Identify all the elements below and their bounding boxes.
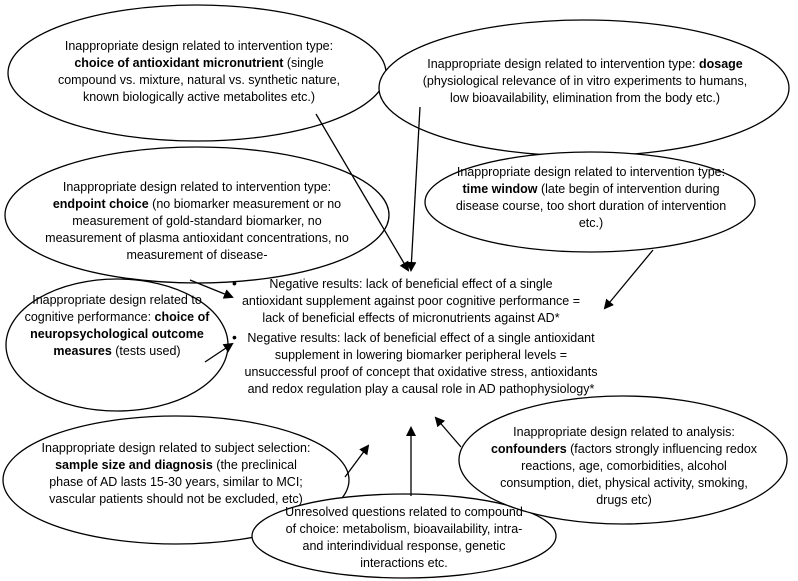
node-endpoint-text: Inappropriate design related to interven… (44, 179, 350, 259)
node-cognitive-bold: choice of neuropsychological outcome mea… (30, 310, 210, 358)
node-dosage-post: (physiological relevance of in vitro exp… (422, 74, 748, 105)
arrow-cognitive (204, 342, 234, 363)
result2-bullet: • (232, 329, 237, 345)
node-dosage-text: Inappropriate design related to interven… (419, 56, 751, 107)
node-unresolved-pre: Unresolved questions related to compound… (285, 505, 523, 570)
result2-text: Negative results: lack of beneficial eff… (244, 331, 598, 396)
node-cognitive-pre: Inappropriate design related to cognitiv… (24, 293, 202, 324)
node-antioxidant-post: (single compound vs. mixture, natural vs… (57, 56, 341, 104)
arrow-time-window (603, 249, 654, 310)
node-time-window-ellipse (424, 151, 756, 253)
node-time-window-text: Inappropriate design related to interven… (452, 164, 730, 232)
node-sample-ellipse (2, 415, 350, 545)
node-antioxidant-bold: choice of antioxidant micronutrient (74, 56, 284, 70)
node-sample-bold: sample size and diagnosis (55, 458, 213, 472)
node-unresolved-ellipse (251, 493, 557, 579)
node-antioxidant-text: Inappropriate design related to interven… (55, 38, 343, 106)
node-confounders-bold: confounders (490, 442, 567, 456)
node-unresolved-text: Unresolved questions related to compound… (279, 504, 529, 572)
node-sample-pre: Inappropriate design related to subject … (41, 441, 311, 455)
node-confounders-ellipse (458, 395, 788, 525)
arrow-confounders (434, 416, 462, 448)
node-dosage-pre: Inappropriate design related to interven… (427, 57, 699, 71)
result1-bullet: • (232, 275, 237, 291)
node-confounders-post: (factors strongly influencing redox reac… (500, 442, 758, 507)
node-cognitive-post: (tests used) (111, 344, 181, 358)
node-endpoint-post: (no biomarker measurement or no measurem… (45, 197, 349, 259)
node-sample-post: (the preclinical phase of AD lasts 15-30… (49, 458, 303, 506)
node-confounders-text: Inappropriate design related to analysis… (486, 424, 762, 509)
arrow-endpoint (189, 279, 234, 299)
node-time-window-bold: time window (462, 182, 538, 196)
node-dosage-bold: dosage (698, 57, 743, 71)
node-confounders-pre: Inappropriate design related to analysis… (513, 425, 735, 439)
node-endpoint-pre: Inappropriate design related to interven… (62, 180, 332, 194)
node-cognitive-text: Inappropriate design related to cognitiv… (22, 292, 212, 360)
node-endpoint-bold: endpoint choice (52, 197, 149, 211)
node-time-window-pre: Inappropriate design related to interven… (456, 165, 726, 179)
arrow-sample (344, 444, 370, 478)
node-time-window-post: (late begin of intervention during disea… (455, 182, 727, 230)
node-antioxidant-pre: Inappropriate design related to interven… (64, 39, 334, 53)
node-sample-text: Inappropriate design related to subject … (40, 440, 312, 508)
arrow-dosage (406, 106, 421, 272)
arrow-antioxidant (315, 113, 410, 272)
result1-text: Negative results: lack of beneficial eff… (241, 277, 581, 325)
